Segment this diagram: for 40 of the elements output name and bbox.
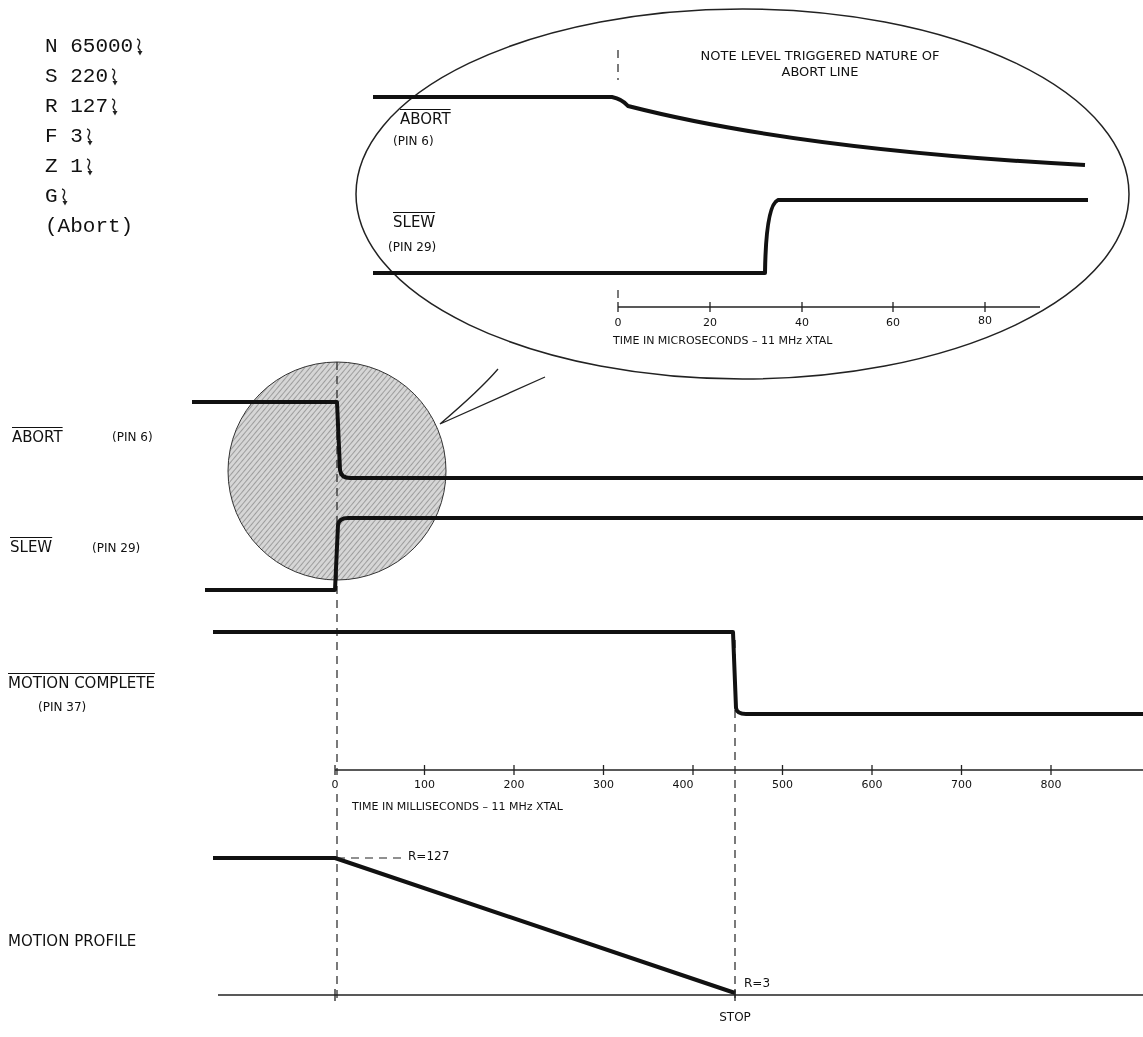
signal-name: SLEW (10, 538, 53, 556)
axis-title: TIME IN MICROSECONDS – 11 MHz XTAL (613, 334, 833, 348)
signal-name: MOTION PROFILE (8, 932, 137, 950)
tick-label: 20 (703, 316, 717, 330)
tick-label: 500 (772, 778, 793, 792)
pin-label: (PIN 29) (388, 240, 437, 255)
magnified-area-circle (227, 360, 447, 582)
code-line: (Abort) (45, 216, 134, 237)
tick-label: 0 (331, 778, 339, 792)
code-line: G (45, 186, 58, 207)
signal-name: ABORT (400, 110, 451, 128)
callout-bubble (355, 8, 1130, 380)
code-line: R 127 (45, 96, 108, 117)
value-label: R=3 (744, 976, 771, 991)
code-line: F 3 (45, 126, 83, 147)
pin-label: (PIN 37) (38, 700, 87, 715)
pin-label: (PIN 6) (393, 134, 434, 149)
tick-label: 400 (672, 778, 694, 792)
tick-label: 300 (593, 778, 614, 792)
marker-label: STOP (719, 1010, 751, 1025)
tick-label: 100 (414, 778, 435, 792)
signal-name: MOTION COMPLETE (8, 674, 155, 692)
code-line: N 65000 (45, 36, 134, 57)
tick-label: 600 (861, 778, 883, 792)
tick-label: 700 (951, 778, 972, 792)
value-label: R=127 (408, 849, 450, 864)
signal-name: SLEW (393, 213, 436, 231)
axis-title: TIME IN MILLISECONDS – 11 MHz XTAL (352, 800, 563, 814)
tick-label: 60 (886, 316, 900, 330)
tick-label: 40 (795, 316, 809, 330)
note-text: NOTE LEVEL TRIGGERED NATURE OF ABORT LINE (699, 48, 941, 80)
pin-label: (PIN 29) (92, 541, 141, 556)
tick-label: 200 (503, 778, 525, 792)
tick-label: 80 (978, 314, 992, 328)
pin-label: (PIN 6) (112, 430, 153, 445)
tick-label: 800 (1040, 778, 1062, 792)
code-line: Z 1 (45, 156, 83, 177)
signal-name: ABORT (12, 428, 63, 446)
code-line: S 220 (45, 66, 108, 87)
tick-label: 0 (614, 316, 622, 330)
